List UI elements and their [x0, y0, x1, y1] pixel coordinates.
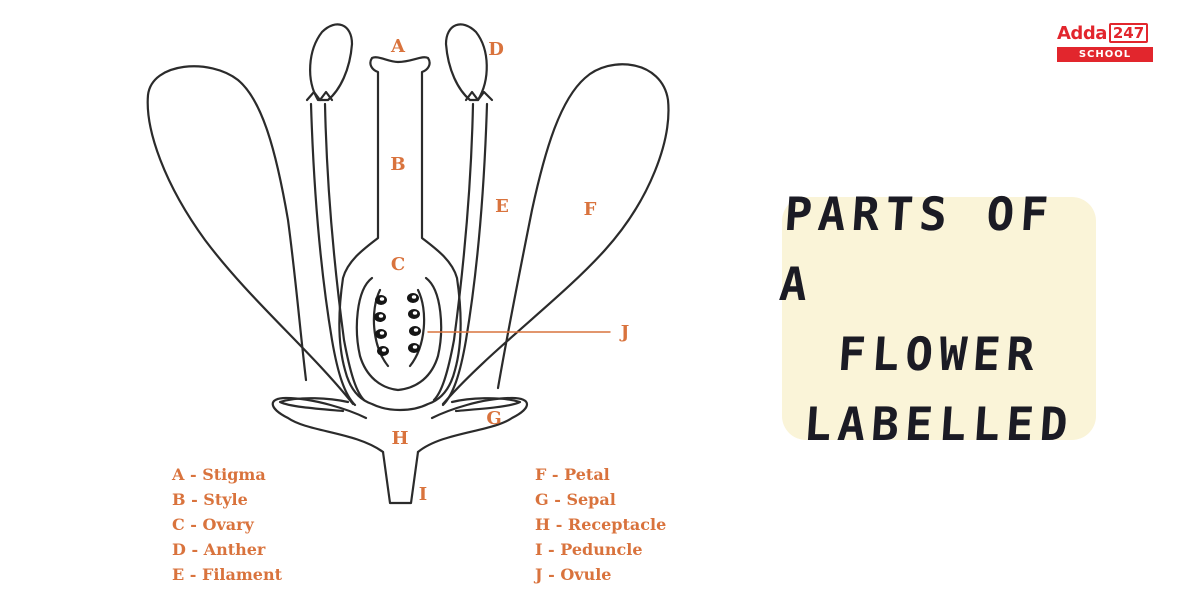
legend-item-stigma: A - Stigma	[172, 465, 266, 484]
legend-item-style: B - Style	[172, 490, 248, 509]
title-line-1: PARTS OF A	[777, 186, 1056, 311]
ovule-group	[374, 293, 421, 356]
label-f: F	[584, 199, 597, 220]
title-line-3: LABELLED	[802, 396, 1076, 451]
legend-item-ovary: C - Ovary	[172, 515, 254, 534]
label-e: E	[495, 196, 509, 217]
receptacle-outline	[416, 396, 529, 454]
ovule-highlight	[413, 328, 419, 332]
legend-item-peduncle: I - Peduncle	[535, 540, 643, 559]
logo-word: Adda	[1057, 22, 1107, 44]
legend-item-filament: E - Filament	[172, 565, 282, 584]
right-sepal	[450, 397, 522, 413]
label-d: D	[488, 39, 504, 60]
logo-number: 247	[1108, 23, 1149, 43]
receptacle-left-outline	[271, 396, 385, 454]
ovule-highlight	[379, 331, 385, 335]
left-filament	[309, 102, 366, 407]
right-petal	[441, 63, 670, 406]
ovule-highlight	[378, 314, 384, 318]
label-g: G	[486, 408, 501, 429]
legend-item-ovule: J - Ovule	[535, 565, 612, 584]
legend-left: A - Stigma B - Style C - Ovary D - Anthe…	[172, 462, 282, 587]
peduncle-outline	[381, 450, 420, 505]
legend-right: F - Petal G - Sepal H - Receptacle I - P…	[535, 462, 666, 587]
label-b: B	[390, 154, 405, 175]
ovule-highlight	[412, 345, 418, 349]
label-c: C	[391, 254, 405, 275]
title-line-2: FLOWER	[836, 326, 1042, 381]
label-j: J	[619, 322, 630, 343]
left-sepal	[278, 397, 350, 413]
right-filament	[432, 102, 489, 407]
left-petal	[146, 65, 355, 406]
left-anther	[309, 23, 354, 102]
legend-item-petal: F - Petal	[535, 465, 610, 484]
legend-item-receptacle: H - Receptacle	[535, 515, 667, 534]
right-anther-connective	[464, 90, 494, 102]
legend-item-anther: D - Anther	[172, 540, 266, 559]
right-anther	[444, 23, 488, 102]
label-a: A	[390, 36, 406, 57]
pistil-outline	[338, 56, 462, 412]
legend-item-sepal: G - Sepal	[535, 490, 616, 509]
ovule-highlight	[379, 297, 385, 301]
ovule-highlight	[412, 311, 418, 315]
adda247-logo: Adda 247 SCHOOL	[1057, 21, 1153, 62]
label-i: I	[419, 484, 427, 505]
ovule-highlight	[381, 348, 387, 352]
title-box: PARTS OF A FLOWER LABELLED	[778, 187, 1096, 451]
ovule-highlight	[411, 295, 417, 299]
logo-subtitle: SCHOOL	[1057, 47, 1153, 62]
ovary-inner-wall	[355, 276, 443, 392]
flower-diagram: A B C D E F G H I J	[146, 23, 670, 505]
label-h: H	[391, 428, 408, 449]
left-anther-connective	[305, 90, 334, 102]
